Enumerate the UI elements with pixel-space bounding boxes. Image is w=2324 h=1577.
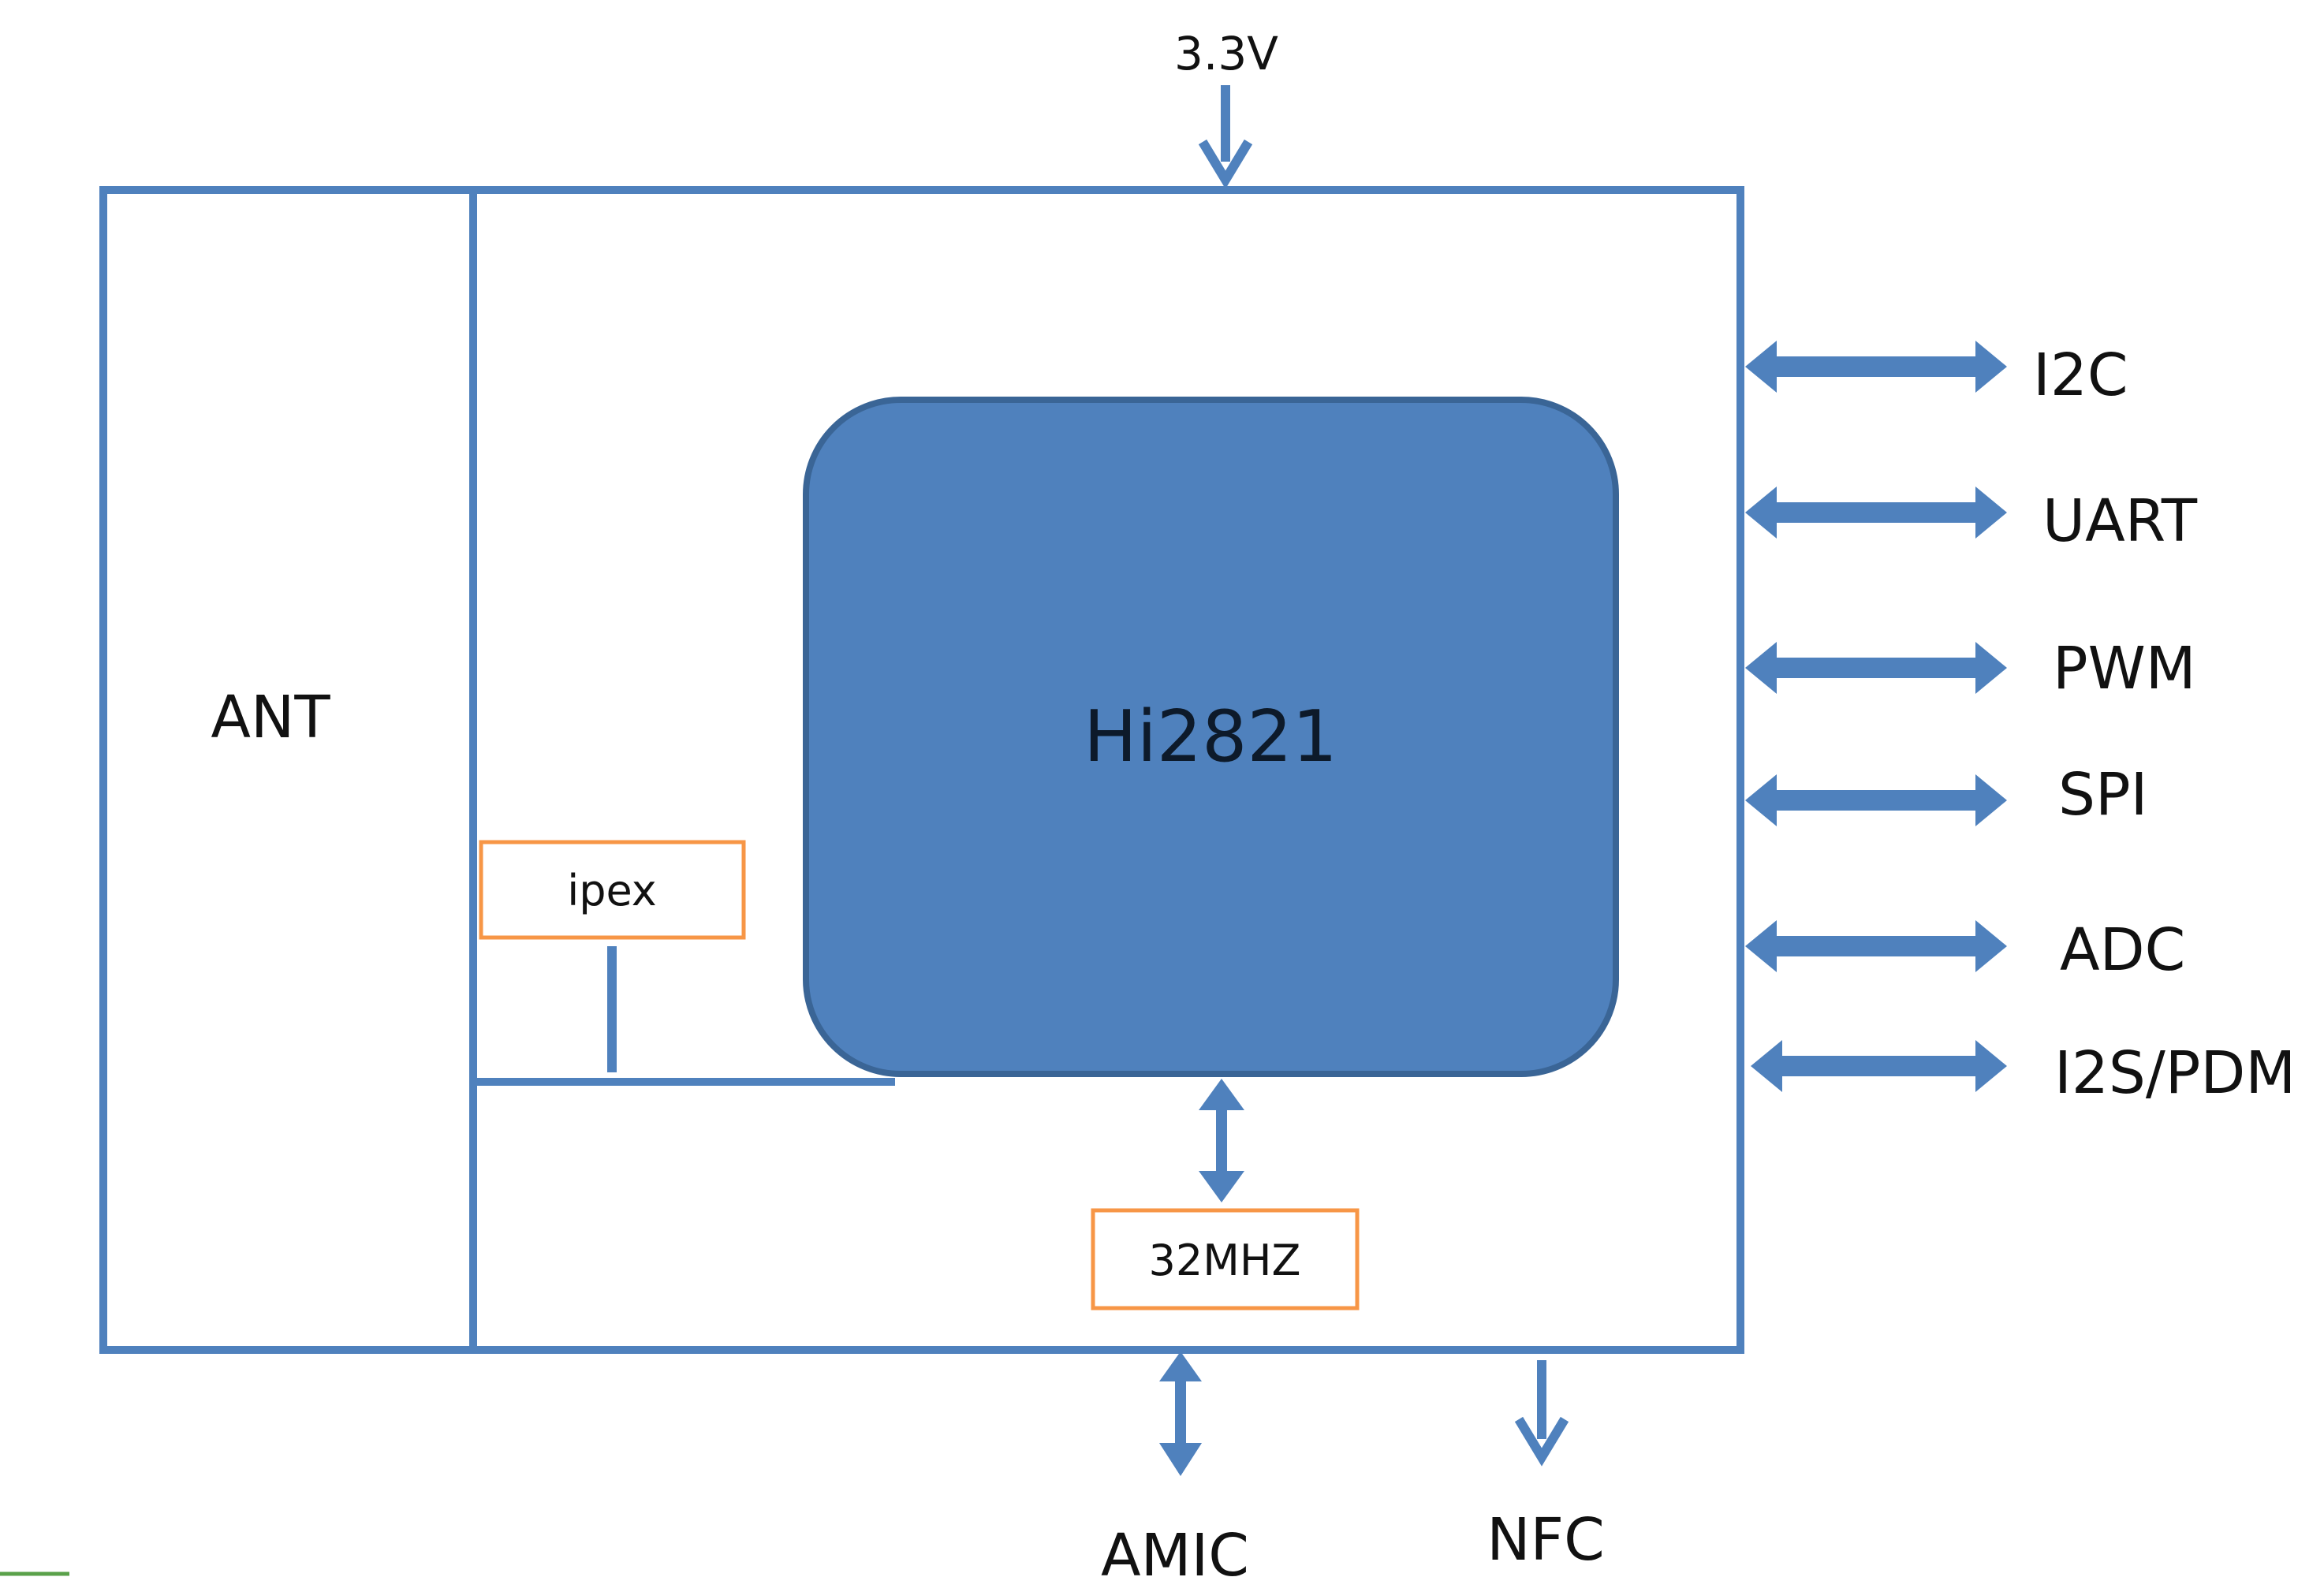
interface-label-i2c: I2C: [2033, 341, 2128, 409]
power-arrow: [1198, 85, 1253, 189]
interface-label-pwm: PWM: [2053, 635, 2196, 703]
interface-label-uart: UART: [2042, 487, 2198, 555]
interface-arrow-i2s-pdm: [1751, 1040, 2007, 1092]
amic-arrow: [1159, 1351, 1202, 1476]
antenna-label: ANT: [211, 684, 330, 751]
interface-label-adc: ADC: [2060, 916, 2185, 984]
ipex-box: [479, 840, 746, 940]
chip-label: Hi2821: [1084, 695, 1337, 778]
nfc-label: NFC: [1487, 1506, 1605, 1574]
crystal-box: [1091, 1208, 1360, 1310]
amic-label: AMIC: [1101, 1522, 1249, 1577]
interface-arrow-adc: [1745, 920, 2007, 972]
interface-arrow-pwm: [1745, 642, 2007, 694]
crystal-arrow: [1199, 1079, 1244, 1202]
interface-label-spi: SPI: [2058, 761, 2147, 829]
interface-arrow-i2c: [1745, 341, 2007, 393]
power-label: 3.3V: [1174, 27, 1278, 80]
interface-arrow-spi: [1745, 774, 2007, 826]
interface-label-i2s-pdm: I2S/PDM: [2054, 1039, 2296, 1107]
ipex-label: ipex: [567, 866, 657, 915]
nfc-arrow: [1514, 1360, 1569, 1467]
chip-block: [803, 397, 1619, 1077]
module-frame: [99, 186, 1744, 1354]
interface-arrows: [1745, 341, 2007, 1092]
crystal-label: 32MHZ: [1149, 1236, 1301, 1285]
interface-arrow-uart: [1745, 487, 2007, 539]
